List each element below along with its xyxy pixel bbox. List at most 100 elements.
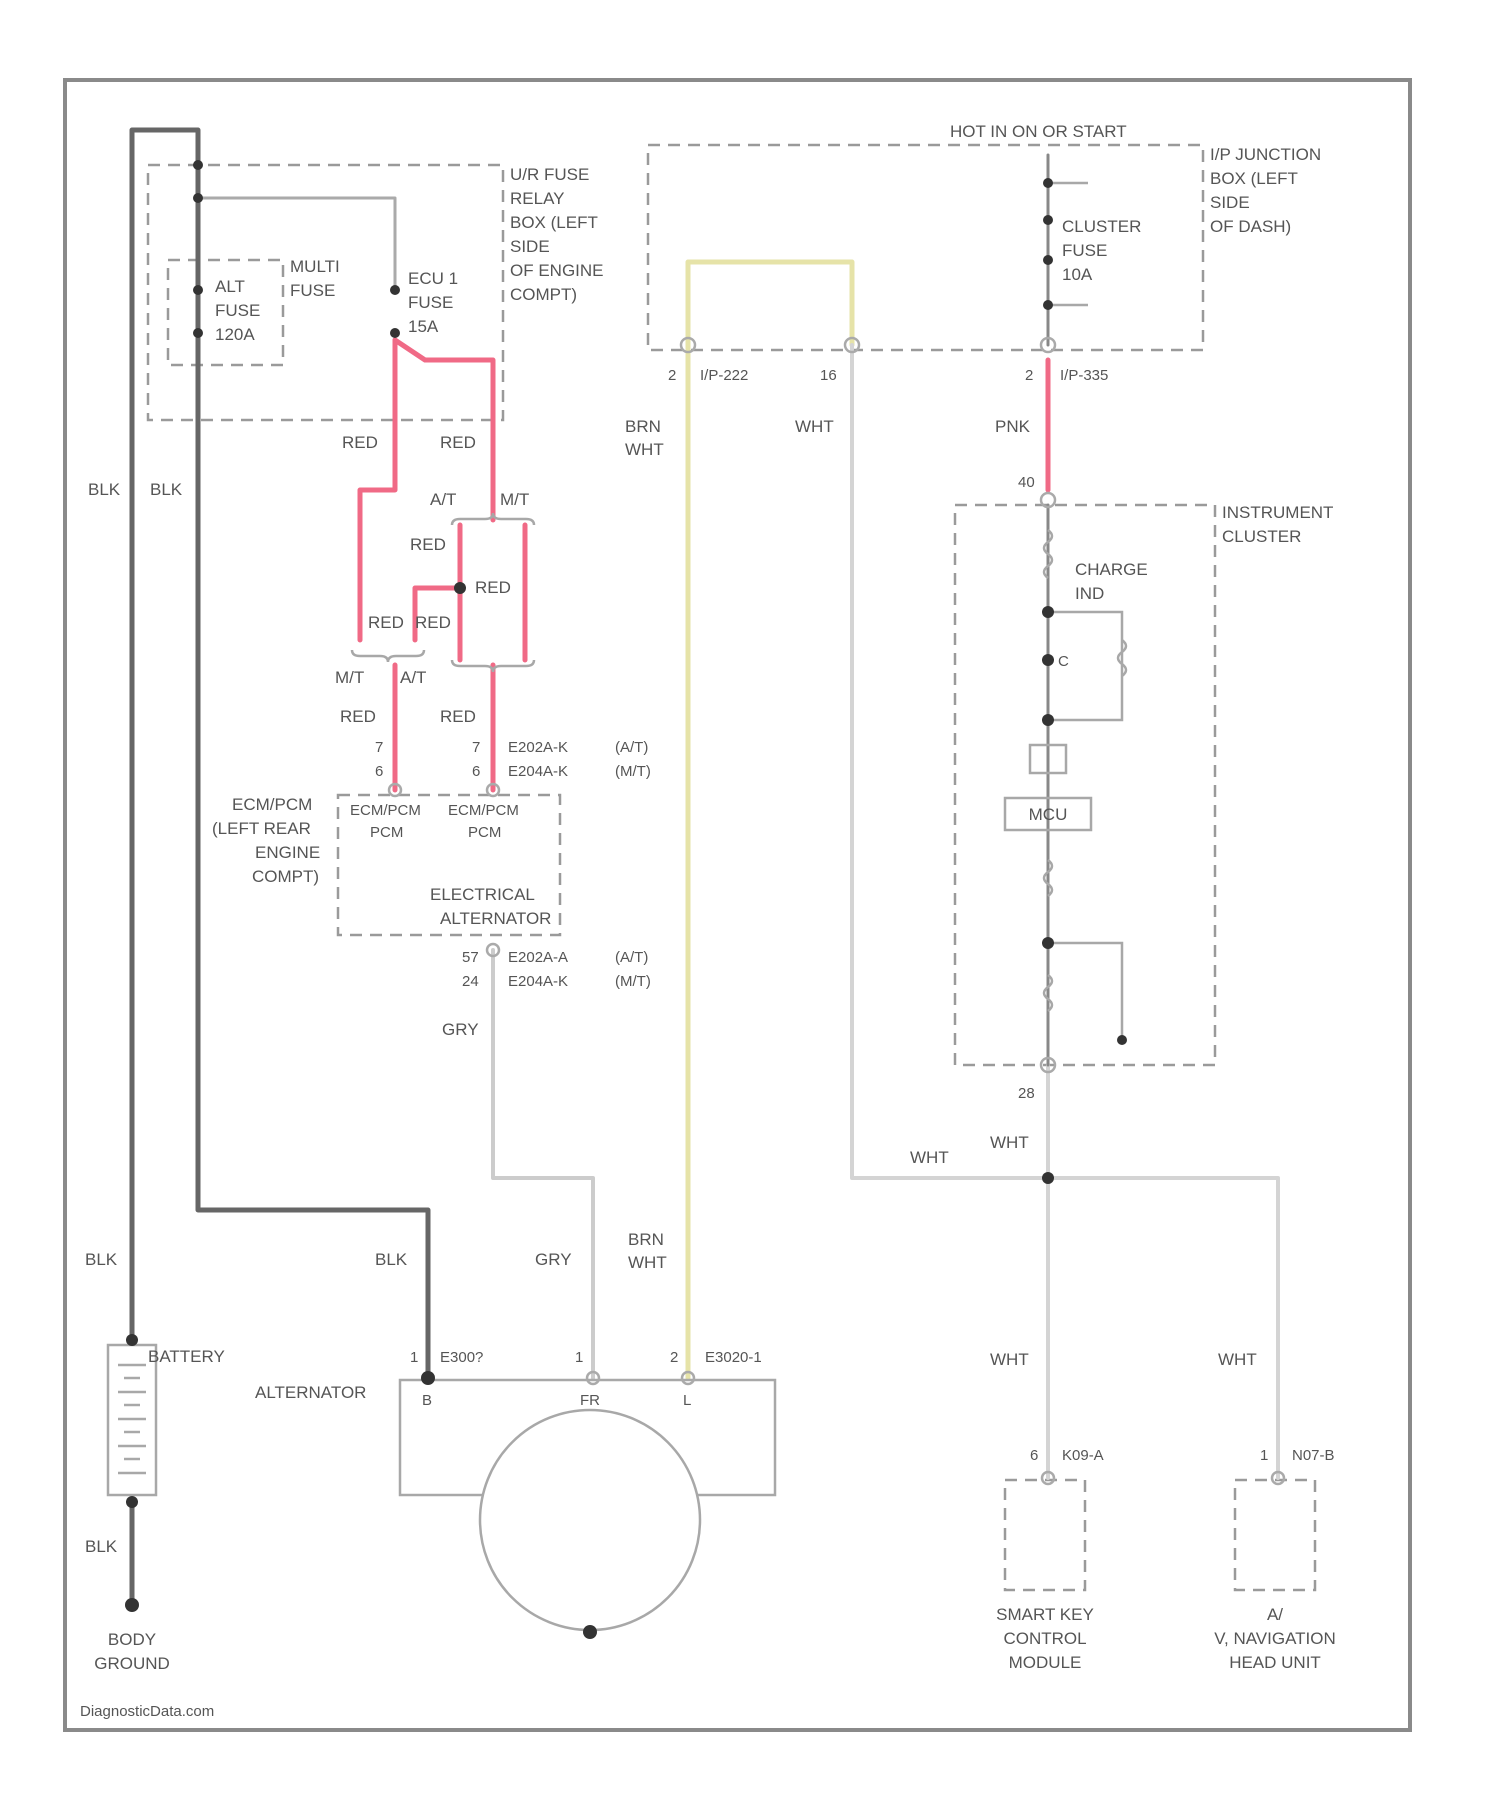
ip222-pin: 2 (668, 367, 676, 384)
ur-fuse-box-label: U/R FUSE RELAY BOX (LEFT SIDE OF ENGINE … (510, 165, 604, 304)
battery-label: BATTERY (148, 1347, 225, 1366)
svg-text:PCM: PCM (370, 824, 403, 841)
svg-text:BOX (LEFT: BOX (LEFT (1210, 169, 1298, 188)
alt-conn-e300: E300? (440, 1349, 483, 1366)
wire-label-wht-sub-2: WHT (628, 1253, 667, 1272)
alt-e3020-label: E3020-1 (705, 1349, 762, 1366)
alt-e3020-pin: 2 (670, 1349, 678, 1366)
wire-label-blk-4: BLK (375, 1250, 408, 1269)
pin-57: 57 (462, 949, 479, 966)
navigation-head-unit-outline (1235, 1480, 1315, 1590)
alt-terminal-b: B (422, 1392, 432, 1409)
svg-text:CLUSTER: CLUSTER (1222, 527, 1301, 546)
svg-text:ALT: ALT (215, 277, 245, 296)
n07-pin: 1 (1260, 1447, 1268, 1464)
svg-text:HEAD UNIT: HEAD UNIT (1229, 1653, 1321, 1672)
svg-text:V, NAVIGATION: V, NAVIGATION (1214, 1629, 1336, 1648)
svg-text:PCM: PCM (468, 824, 501, 841)
wire-label-red-1: RED (342, 433, 378, 452)
tag-mt-2: (M/T) (615, 973, 651, 990)
wire-label-wht-1: WHT (795, 417, 834, 436)
alternator-label: ALTERNATOR (255, 1383, 366, 1402)
svg-text:OF ENGINE: OF ENGINE (510, 261, 604, 280)
svg-text:ECM/PCM: ECM/PCM (232, 795, 312, 814)
smart-key-module-label: SMART KEY CONTROL MODULE (996, 1605, 1094, 1672)
label-mt-bot: M/T (335, 668, 364, 687)
svg-text:120A: 120A (215, 325, 255, 344)
electrical-alternator-label: ELECTRICAL ALTERNATOR (430, 885, 551, 928)
svg-text:SMART KEY: SMART KEY (996, 1605, 1094, 1624)
svg-text:ECM/PCM: ECM/PCM (448, 802, 519, 819)
svg-text:RELAY: RELAY (510, 189, 565, 208)
body-ground-label: BODY GROUND (94, 1630, 170, 1673)
svg-text:CONTROL: CONTROL (1003, 1629, 1086, 1648)
battery-cells (118, 1365, 146, 1473)
ecm-pcm-a-label: ECM/PCM PCM (350, 802, 421, 841)
conn-e202a-k: E202A-K (508, 739, 568, 756)
svg-text:FUSE: FUSE (1062, 241, 1107, 260)
cluster-pin-out: 28 (1018, 1085, 1035, 1102)
svg-text:FUSE: FUSE (408, 293, 453, 312)
k09-label: K09-A (1062, 1447, 1104, 1464)
svg-text:U/R FUSE: U/R FUSE (510, 165, 589, 184)
wire-red-a (360, 340, 395, 640)
ecm-pcm-location-label: ECM/PCM (LEFT REAR ENGINE COMPT) (212, 795, 320, 886)
wire-label-blk-3: BLK (85, 1250, 118, 1269)
cluster-pin-in: 40 (1018, 474, 1035, 491)
ip335-pin: 2 (1025, 367, 1033, 384)
svg-text:ELECTRICAL: ELECTRICAL (430, 885, 535, 904)
svg-text:10A: 10A (1062, 265, 1093, 284)
svg-text:MODULE: MODULE (1009, 1653, 1082, 1672)
n07-label: N07-B (1292, 1447, 1335, 1464)
junction-box-label: I/P JUNCTION BOX (LEFT SIDE OF DASH) (1210, 145, 1321, 236)
svg-text:BOX (LEFT: BOX (LEFT (510, 213, 598, 232)
svg-text:ECM/PCM: ECM/PCM (350, 802, 421, 819)
wire-label-gry-2: GRY (535, 1250, 572, 1269)
svg-text:ALTERNATOR: ALTERNATOR (440, 909, 551, 928)
svg-text:MULTI: MULTI (290, 257, 340, 276)
wire-label-blk-5: BLK (85, 1537, 118, 1556)
svg-text:CHARGE: CHARGE (1075, 560, 1148, 579)
cluster-pin-c: C (1058, 653, 1069, 670)
conn-e204a-k: E204A-K (508, 763, 568, 780)
wire-gry (493, 950, 593, 1378)
alt-fuse-label: ALT FUSE 120A (215, 277, 260, 344)
svg-text:OF DASH): OF DASH) (1210, 217, 1291, 236)
svg-text:(LEFT REAR: (LEFT REAR (212, 819, 311, 838)
wire-label-red-6: RED (415, 613, 451, 632)
multi-fuse-label: MULTI FUSE (290, 257, 340, 300)
wire-label-brn-1: BRN (625, 417, 661, 436)
pin-6-a: 6 (375, 763, 383, 780)
conn-e204a-k-2: E204A-K (508, 973, 568, 990)
wire-label-red-5: RED (368, 613, 404, 632)
svg-text:15A: 15A (408, 317, 439, 336)
wire-label-brn-2: BRN (628, 1230, 664, 1249)
wire-label-blk-1: BLK (88, 480, 121, 499)
at-mt-bracket-bot-left (352, 650, 424, 662)
svg-text:BODY: BODY (108, 1630, 156, 1649)
alt-conn-pin: 1 (410, 1349, 418, 1366)
svg-text:INSTRUMENT: INSTRUMENT (1222, 503, 1333, 522)
ip222-label: I/P-222 (700, 367, 748, 384)
wire-label-red-4: RED (475, 578, 511, 597)
wire-label-red-8: RED (440, 707, 476, 726)
wire-label-wht-5: WHT (1218, 1350, 1257, 1369)
svg-text:IND: IND (1075, 584, 1104, 603)
wire-label-pnk: PNK (995, 417, 1031, 436)
pin-7-a: 7 (375, 739, 383, 756)
wire-label-blk-2: BLK (150, 480, 183, 499)
cluster-loop-lower (1048, 943, 1122, 1040)
conn-e202a-a: E202A-A (508, 949, 568, 966)
diagram-frame (65, 80, 1410, 1730)
k09-pin: 6 (1030, 1447, 1038, 1464)
wire-label-wht-sub-1: WHT (625, 440, 664, 459)
wire-label-wht-3: WHT (990, 1133, 1029, 1152)
svg-text:SIDE: SIDE (1210, 193, 1250, 212)
ecu-fuse-label: ECU 1 FUSE 15A (408, 269, 458, 336)
cluster-fuse-label: CLUSTER FUSE 10A (1062, 217, 1141, 284)
alt-terminal-fr: FR (580, 1392, 600, 1409)
svg-text:COMPT): COMPT) (252, 867, 319, 886)
pin-24: 24 (462, 973, 479, 990)
ip335-label: I/P-335 (1060, 367, 1108, 384)
